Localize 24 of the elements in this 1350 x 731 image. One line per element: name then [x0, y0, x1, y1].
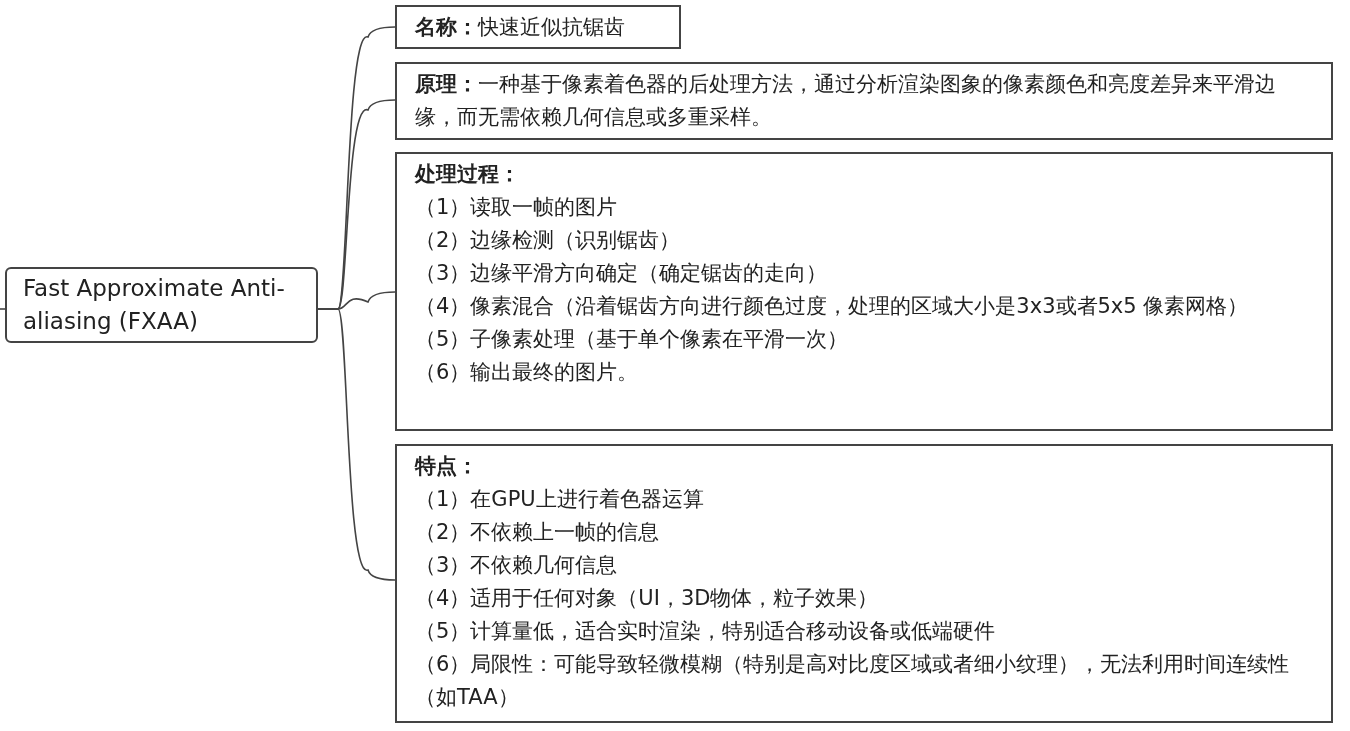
note-box: [395, 62, 1333, 140]
section-heading: 特点：: [415, 453, 479, 480]
note-text: （3）不依赖几何信息: [415, 552, 619, 579]
note-text: （1）在GPU上进行着色器运算: [415, 486, 705, 513]
note-text: 原理：一种基于像素着色器的后处理方法，通过分析渲染图象的像素颜色和亮度差异来平滑边缘，而无需依赖几何信息或多重采样。: [415, 71, 1277, 131]
connector-line: [0, 308, 6, 310]
note-text: 名称：快速近似抗锯齿: [415, 14, 626, 41]
note-box: [395, 152, 1333, 431]
note-text: （5）子像素处理（基于单个像素在平滑一次）: [415, 326, 850, 353]
note-text: （6）输出最终的图片。: [415, 359, 640, 386]
note-text: （3）边缘平滑方向确定（确定锯齿的走向）: [415, 260, 829, 287]
note-text: （4）像素混合（沿着锯齿方向进行颜色过度，处理的区域大小是3x3或者5x5 像素网格）: [415, 293, 1250, 320]
note-box: [395, 444, 1333, 723]
note-box: [395, 5, 681, 49]
note-text: （2）不依赖上一帧的信息: [415, 519, 661, 546]
note-text: （1）读取一帧的图片: [415, 194, 619, 221]
note-text: （2）边缘检测（识别锯齿）: [415, 227, 682, 254]
note-text: （4）适用于任何对象（UI，3D物体，粒子效果）: [415, 585, 880, 612]
note-text: （5）计算量低，适合实时渲染，特别适合移动设备或低端硬件: [415, 618, 997, 645]
connector-line: [317, 308, 396, 581]
topic-box: [5, 267, 318, 343]
section-heading: 处理过程：: [415, 161, 521, 188]
note-text: （6）局限性：可能导致轻微模糊（特别是高对比度区域或者细小纹理），无法利用时间连续性（如TAA）: [415, 651, 1291, 711]
topic-text: Fast Approximate Anti-aliasing (FXAA): [23, 274, 286, 336]
